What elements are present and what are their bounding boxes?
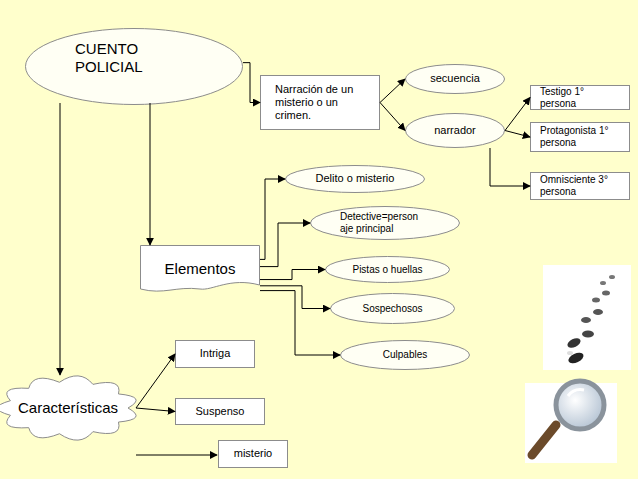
narrator-box: Protagonista 1° persona: [530, 122, 630, 152]
node-label: Narración de un misterio o un crimen.: [275, 83, 365, 123]
connector-arrow: [243, 63, 260, 103]
connector-arrow: [490, 148, 530, 186]
node-label: Testigo 1° persona: [540, 86, 620, 110]
cloud-shape: Características: [0, 375, 136, 441]
node-label: misterio: [234, 447, 273, 460]
narrator-box: Testigo 1° persona: [530, 85, 630, 110]
connector-arrow: [150, 103, 151, 245]
connector-arrow: [136, 408, 175, 412]
concept-ellipse: narrador: [405, 113, 505, 148]
element-ellipse: Pistas o huellas: [325, 256, 450, 283]
connector-arrow: [260, 286, 330, 309]
connector-arrow: [505, 131, 530, 138]
banner-shape: Elementos: [140, 245, 260, 293]
connector-arrow: [136, 354, 175, 408]
connector-arrow: [260, 270, 325, 280]
feature-box: misterio: [218, 440, 288, 468]
node-label: Sospechosos: [362, 303, 422, 315]
element-ellipse: Delito o misterio: [285, 165, 425, 193]
feature-box: Suspenso: [175, 398, 265, 425]
narrator-box: Omnisciente 3° persona: [530, 172, 630, 200]
concept-ellipse: secuencia: [405, 64, 505, 94]
connector-arrow: [380, 103, 405, 131]
connector-arrow: [260, 223, 310, 267]
node-label: secuencia: [430, 72, 480, 85]
node-label: Omnisciente 3° persona: [540, 174, 620, 198]
connector-arrow: [60, 103, 61, 375]
connector-arrow: [380, 79, 405, 103]
node-label: Pistas o huellas: [352, 264, 422, 276]
node-label: Suspenso: [196, 405, 245, 418]
title-ellipse: CUENTO POLICIAL: [25, 28, 243, 105]
element-ellipse: Sospechosos: [330, 293, 455, 324]
node-label: Delito o misterio: [316, 172, 395, 185]
element-ellipse: Detective=person aje principal: [310, 206, 460, 240]
node-label: Intriga: [200, 347, 231, 360]
node-label: narrador: [434, 124, 476, 137]
connector-arrow: [260, 179, 285, 259]
feature-box: Intriga: [175, 340, 255, 368]
magnifier-picture: [525, 381, 617, 463]
node-label: CUENTO POLICIAL: [75, 40, 165, 76]
connector-arrow: [260, 291, 340, 355]
node-label: Protagonista 1° persona: [540, 125, 620, 149]
node-label: Características: [18, 399, 118, 417]
node-label: Culpables: [383, 349, 427, 361]
definition-box: Narración de un misterio o un crimen.: [260, 75, 380, 130]
footprints-picture: [543, 265, 631, 370]
node-label: Detective=person aje principal: [340, 211, 430, 235]
connector-arrow: [505, 98, 530, 131]
node-label: Elementos: [165, 260, 236, 278]
element-ellipse: Culpables: [340, 340, 470, 370]
leader-arrow: [136, 455, 217, 456]
